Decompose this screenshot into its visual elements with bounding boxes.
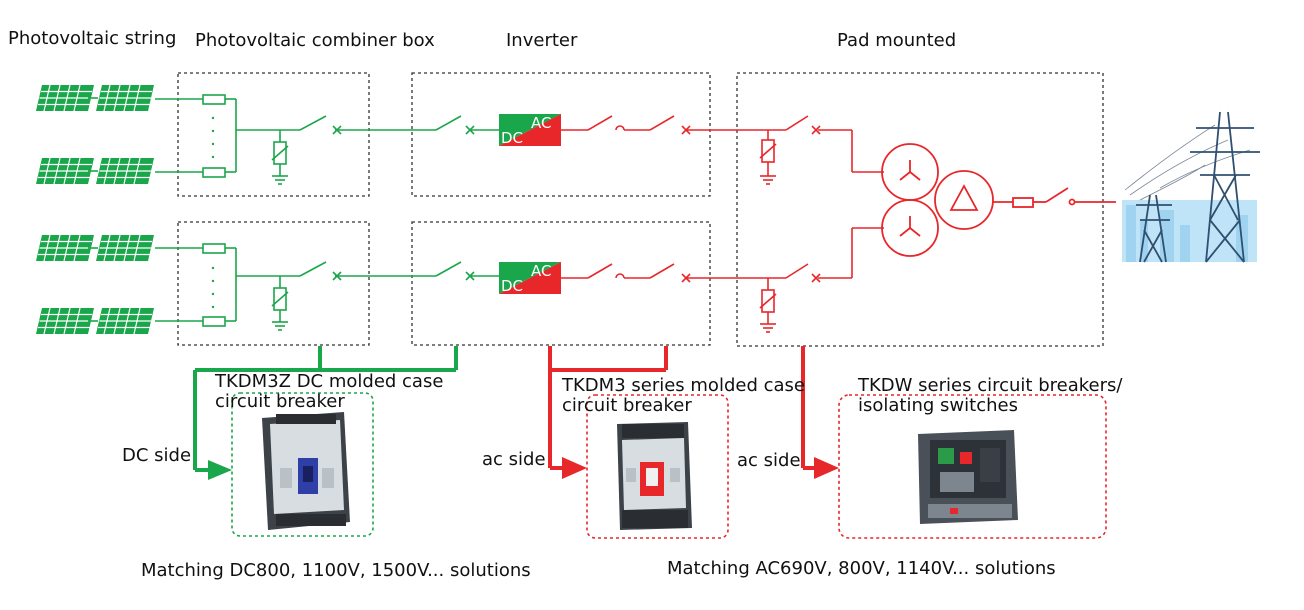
dc-product-title-line1: TKDM3Z DC molded case [215, 371, 444, 392]
ac-breaker-1-image [617, 422, 692, 530]
ac-side-label-2: ac side [737, 450, 801, 471]
ac-solutions-text: Matching AC690V, 800V, 1140V... solution… [667, 558, 1056, 579]
pv-panels [35, 84, 155, 335]
header-inverter: Inverter [506, 30, 578, 51]
ac-product-1-title: TKDM3 series molded case circuit breaker [562, 376, 805, 416]
ac-bracket-1 [548, 346, 668, 470]
dc-side-label: DC side [122, 445, 192, 466]
ac-breaker-2-image [918, 430, 1018, 524]
power-grid-icon [1122, 111, 1260, 263]
dashed-boxes [177, 72, 1104, 347]
ac-product-1-title-line1: TKDM3 series molded case [562, 375, 805, 396]
ac-bracket-2 [801, 346, 818, 470]
combiner-circuit-top [155, 94, 500, 185]
ac-arrow-head-2 [814, 457, 839, 479]
ac-circuit-bottom [561, 227, 884, 333]
inverter-ac-label: AC [531, 262, 551, 280]
combiner-dots-bottom [211, 266, 215, 309]
ac-arrow-head-1 [562, 457, 587, 479]
header-combiner-box: Photovoltaic combiner box [195, 30, 435, 51]
inverter-block-bottom: AC DC [499, 262, 561, 295]
ac-circuit-top [561, 115, 884, 185]
pv-links [88, 97, 98, 322]
dc-product-title-line2: circuit breaker [215, 391, 345, 412]
ac-product-frame-1 [586, 394, 729, 539]
ac-product-frame-2 [838, 394, 1107, 539]
dc-solutions-text: Matching DC800, 1100V, 1500V... solution… [141, 560, 531, 581]
inverter-dc-label: DC [501, 129, 523, 147]
ac-product-2-title-line1: TKDW series circuit breakers/ [858, 375, 1123, 396]
header-pad-mounted: Pad mounted [837, 30, 957, 51]
ac-product-1-title-line2: circuit breaker [562, 395, 692, 416]
inverter-dc-label: DC [501, 277, 523, 295]
ac-product-2-title-line2: isolating switches [858, 395, 1018, 416]
dc-arrow-head [208, 460, 232, 480]
combiner-dots-top [211, 116, 215, 159]
header-photovoltaic-string: Photovoltaic string [8, 28, 177, 49]
transformer-symbol [881, 143, 1116, 257]
combiner-circuit-bottom [155, 243, 500, 331]
dc-product-title: TKDM3Z DC molded case circuit breaker [215, 372, 443, 412]
inverter-ac-label: AC [531, 114, 551, 132]
dc-breaker-image [262, 412, 350, 530]
ac-product-2-title: TKDW series circuit breakers/ isolating … [858, 376, 1122, 416]
dc-product-frame [231, 392, 374, 537]
inverter-block-top: AC DC [499, 114, 561, 147]
ac-side-label-1: ac side [482, 449, 546, 470]
